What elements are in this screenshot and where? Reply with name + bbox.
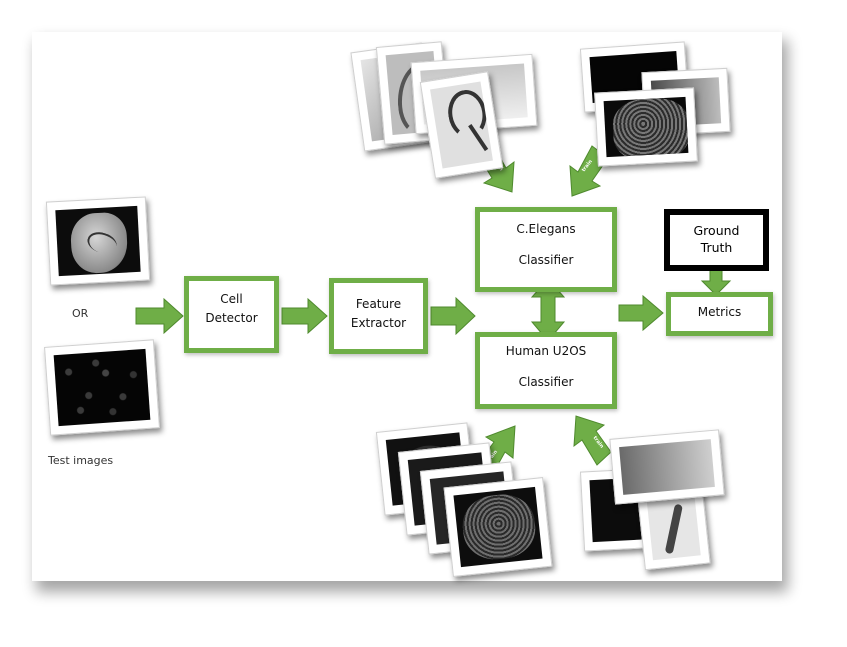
- u2os-classifier-label-1: Human U2OS: [505, 344, 587, 358]
- celegans-classifier-label-2: Classifier: [518, 253, 574, 267]
- arrow-extractor-to-classifiers: [430, 296, 476, 336]
- metrics-label: Metrics: [697, 305, 742, 319]
- test-image-nuclei: [44, 339, 160, 436]
- arrow-classifiers-to-metrics: [618, 294, 664, 332]
- feature-extractor-label-2: Extractor: [350, 316, 407, 330]
- u2os-classifier-label-2: Classifier: [518, 375, 574, 389]
- cell-detector-label-2: Detector: [205, 311, 258, 325]
- ground-truth-box: Ground Truth: [664, 209, 769, 271]
- bottom-left-train-image-4: [443, 477, 553, 577]
- cell-texture: [611, 96, 689, 158]
- bottom-right-train-image-3: [609, 429, 725, 505]
- worm-loop: [444, 87, 490, 141]
- feature-extractor-label-1: Feature: [355, 297, 402, 311]
- cell-texture: [459, 491, 539, 563]
- cell-detector-box: Cell Detector: [184, 276, 279, 353]
- feature-extractor-box: Feature Extractor: [329, 278, 428, 354]
- worm-segment: [664, 503, 683, 555]
- arrow-detector-to-extractor: [281, 297, 328, 335]
- celegans-classifier-label-1: C.Elegans: [516, 222, 576, 236]
- nuclei-texture: [53, 348, 151, 427]
- or-label: OR: [72, 307, 89, 320]
- ground-truth-label-1: Ground: [693, 223, 740, 238]
- test-images-label: Test images: [48, 454, 114, 467]
- test-image-worm: [45, 196, 151, 286]
- u2os-classifier-box: Human U2OS Classifier: [475, 332, 617, 409]
- u2os-train-image-3: [594, 87, 698, 167]
- arrow-bottom-right-images-to-classifier: [573, 415, 612, 466]
- ground-truth-label-2: Truth: [700, 240, 733, 255]
- arrow-groundtruth-to-metrics: [700, 269, 732, 296]
- celegans-classifier-box: C.Elegans Classifier: [475, 207, 617, 292]
- cell-detector-label-1: Cell: [220, 292, 243, 306]
- arrow-images-to-detector: [135, 297, 184, 335]
- metrics-box: Metrics: [666, 292, 773, 336]
